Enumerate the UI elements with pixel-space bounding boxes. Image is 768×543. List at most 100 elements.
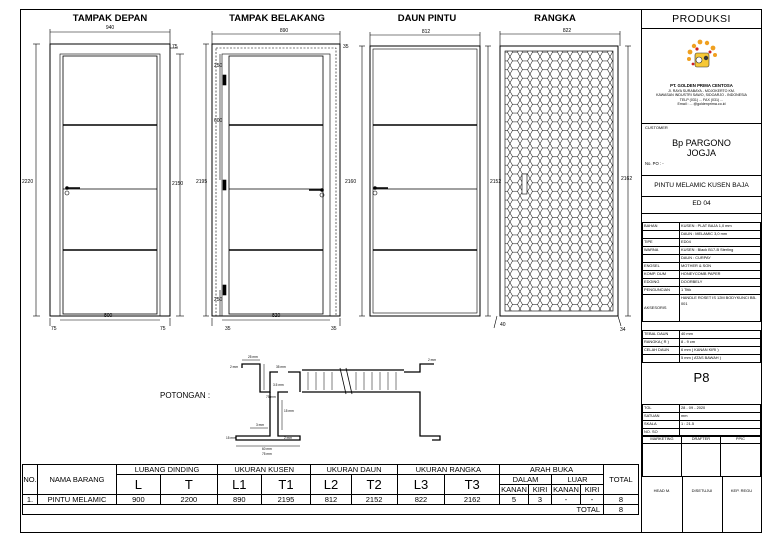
section-dim-0: 25 mm bbox=[248, 355, 258, 359]
col-kusen: UKURAN KUSEN bbox=[217, 464, 312, 475]
product-code: ED 04 bbox=[692, 200, 711, 207]
spec-key: RANGKA ( R ) bbox=[642, 338, 680, 347]
panel-divider-1 bbox=[642, 123, 761, 124]
col-daun: UKURAN DAUN bbox=[310, 464, 398, 475]
section-dim-2: 35 mm bbox=[276, 365, 286, 369]
panel-header: PRODUKSI bbox=[642, 10, 761, 29]
section-dim-9: 75 mm bbox=[262, 452, 272, 456]
spec-key: PENGUNCIAN bbox=[642, 286, 680, 295]
col-total: TOTAL bbox=[603, 464, 639, 495]
header-row-1: NO. NAMA BARANG LUBANG DINDING UKURAN KU… bbox=[22, 464, 639, 495]
customer-city: JOGJA bbox=[686, 148, 716, 158]
panel-divider-4 bbox=[642, 213, 761, 214]
section-dim-8: 60 mm bbox=[262, 447, 272, 451]
info-value: 1 : 21.5 bbox=[679, 420, 761, 429]
product-name: PINTU MELAMIC KUSEN BAJA bbox=[654, 182, 749, 189]
role-marketing: MARKETING bbox=[642, 435, 682, 444]
sub-T3: T3 bbox=[444, 474, 500, 495]
spec-key: KOMP. DUM bbox=[642, 270, 680, 279]
role-drafter: DRAFTER bbox=[680, 435, 721, 444]
section-dim-6: 15 mm bbox=[284, 409, 294, 413]
sub-luar-kiri: KIRI bbox=[580, 484, 604, 495]
spec-key: TEBAL DAUN bbox=[642, 330, 680, 339]
sign-col-divider-1 bbox=[682, 476, 683, 533]
sign-box bbox=[719, 443, 762, 477]
sign-col-divider-2 bbox=[722, 476, 723, 533]
panel-divider-6 bbox=[642, 476, 761, 477]
leaf-height-dim: 2160 bbox=[345, 179, 356, 185]
panel-divider-3 bbox=[642, 196, 761, 197]
leaf-side-height: 2152 bbox=[490, 179, 501, 185]
front-right-face: 75 bbox=[160, 326, 166, 332]
frame-view-title: RANGKA bbox=[534, 13, 576, 24]
info-key: TGL bbox=[642, 404, 680, 413]
front-inner-height: 2150 bbox=[172, 181, 183, 187]
sign-approved: DISETUJUI bbox=[691, 488, 713, 493]
sub-L: L bbox=[116, 474, 161, 495]
spec-value: 1 Titik bbox=[679, 286, 761, 295]
sub-dalam-kiri: KIRI bbox=[528, 484, 552, 495]
spec-row: RANGKA ( R )8 - 9 cm bbox=[642, 338, 761, 347]
table-row: 1. PINTU MELAMIC 900 2200 890 2195 812 2… bbox=[22, 494, 639, 505]
accessory-label: AKSESORIS bbox=[642, 294, 680, 322]
cell-luar-kiri: - bbox=[580, 494, 604, 505]
info-key: SKALA bbox=[642, 420, 680, 429]
section-dim-7: 3 mm bbox=[256, 423, 264, 427]
front-left-face: 75 bbox=[51, 326, 57, 332]
header-row-2: L T L1 T1 L2 T2 L3 T3 DALAM LUAR bbox=[23, 474, 639, 495]
spec-value: 8 - 9 cm bbox=[679, 338, 761, 347]
sub-T2: T2 bbox=[350, 474, 398, 495]
spec-key: EDGING bbox=[642, 278, 680, 287]
col-nama: NAMA BARANG bbox=[37, 464, 117, 495]
spec-value: HONEYCOMB PAPER bbox=[679, 270, 761, 279]
company-address: Jl. RAYA SURABAYA - MOJOKERTO KM. KAWASA… bbox=[642, 89, 761, 107]
role-sign-row bbox=[642, 443, 762, 477]
front-frame-face: 75 bbox=[172, 44, 178, 50]
company-line-1: KAWASAN INDUSTRI SAWO, SIDOARJO - INDONE… bbox=[656, 93, 747, 98]
back-frame-face: 35 bbox=[343, 44, 349, 50]
total-value: 8 bbox=[603, 504, 639, 515]
spec-row: DAUN : CURPAY bbox=[642, 254, 761, 263]
back-dim-a: 250 bbox=[214, 63, 223, 69]
role-table: MARKETING DRAFTER PPIC bbox=[642, 435, 762, 477]
panel-divider-5 bbox=[642, 362, 761, 363]
back-right-face: 35 bbox=[331, 326, 337, 332]
frame-dim-34: 34 bbox=[620, 327, 626, 333]
spec-key bbox=[642, 230, 680, 239]
sub-L1: L1 bbox=[217, 474, 262, 495]
cell-L3: 822 bbox=[396, 494, 446, 505]
cell-total: 8 bbox=[603, 494, 639, 505]
sub-luar-kanan: KANAN bbox=[551, 484, 581, 495]
col-no: NO. bbox=[22, 464, 38, 495]
section-dim-1: 2 mm bbox=[230, 365, 238, 369]
spec-value: MOTHER & SON bbox=[679, 262, 761, 271]
section-dim-3: 2 mm bbox=[428, 358, 436, 362]
back-top-width: 890 bbox=[279, 28, 289, 34]
sub-T1: T1 bbox=[260, 474, 312, 495]
frame-dim-40: 40 bbox=[500, 322, 506, 328]
spec-row: DAUN : MELAMIC 3,0 mm bbox=[642, 230, 761, 239]
sub-dalam: DALAM bbox=[499, 474, 552, 485]
cell-T1: 2195 bbox=[260, 494, 312, 505]
col-lubang: LUBANG DINDING bbox=[115, 464, 219, 475]
spec-value: KUSEN : PLAT BAJA 1,0 mm bbox=[679, 222, 761, 231]
col-rangka: UKURAN RANGKA bbox=[396, 464, 501, 475]
front-height-dim: 2220 bbox=[22, 179, 33, 185]
sub-luar: LUAR bbox=[551, 474, 604, 485]
cell-T2: 2152 bbox=[350, 494, 398, 505]
cell-L1: 890 bbox=[217, 494, 262, 505]
cell-nama: PINTU MELAMIC bbox=[37, 494, 117, 505]
company-line-0: Jl. RAYA SURABAYA - MOJOKERTO KM. bbox=[668, 89, 735, 93]
sub-L2: L2 bbox=[310, 474, 352, 495]
spec-key: BAHAN bbox=[642, 222, 680, 231]
info-value: 28 - 09 - 2020 bbox=[679, 404, 761, 413]
cell-dalam-kanan: 5 bbox=[499, 494, 529, 505]
